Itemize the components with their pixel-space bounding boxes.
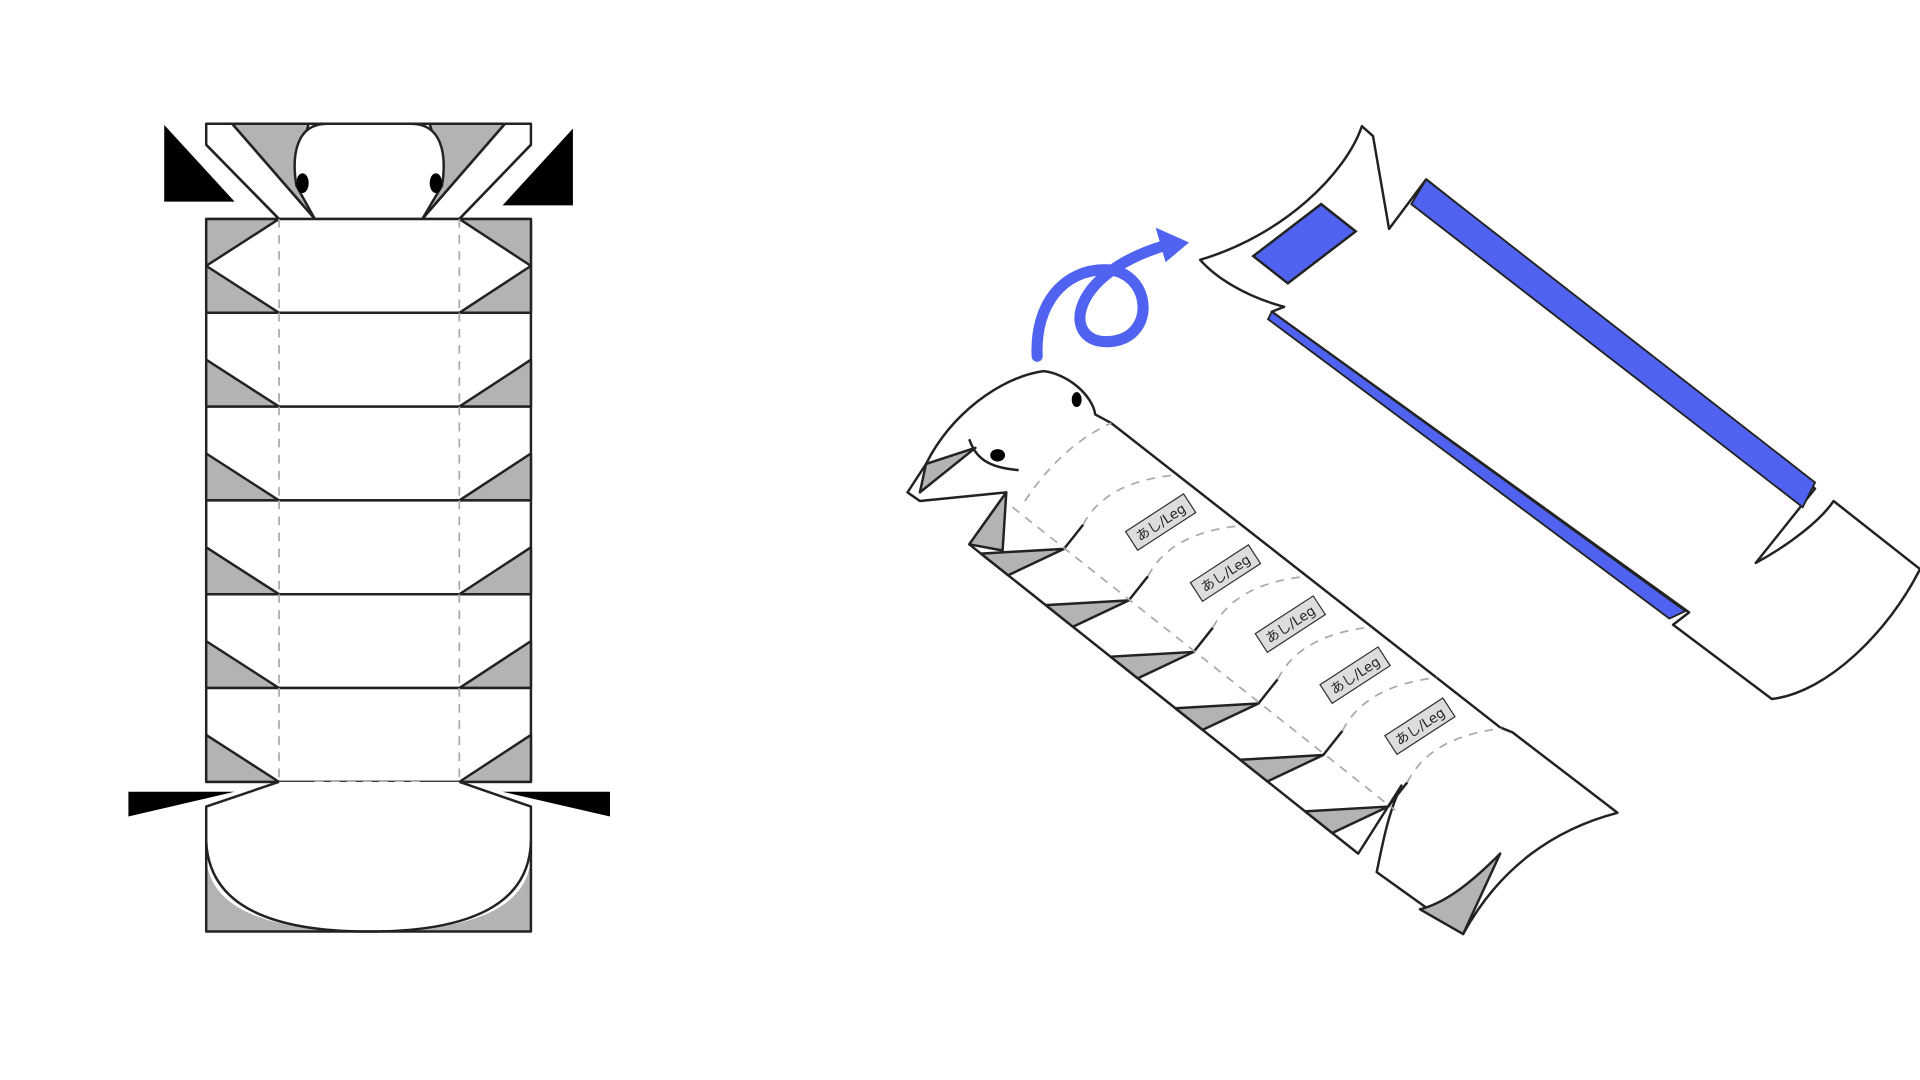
fold-line [1212,575,1308,629]
fold-line [1147,524,1243,577]
eye [1071,392,1082,408]
glue-tab [204,733,281,784]
glue-tab [979,547,1066,577]
body-segment [204,686,533,784]
slit [1192,627,1214,653]
body-segment [204,592,533,690]
body-segment [204,405,533,502]
eye [296,173,309,193]
blue-strip-top [1410,178,1817,509]
slit [1322,730,1344,756]
glue-tab [204,217,281,268]
glue-tab [458,733,533,784]
glue-tab [1238,753,1325,783]
glue-tab [918,446,977,494]
slit [1127,575,1149,602]
head-face [293,122,445,221]
cut-mark-top-right [502,128,573,206]
body-segment [204,499,533,596]
blue-strip-bottom [1266,310,1688,620]
glue-tab [1174,702,1260,732]
body-segment [204,217,533,315]
glue-tab [458,217,533,268]
glue-tab [968,491,1008,552]
flat-template [128,122,610,933]
outer-tube [1198,124,1920,701]
tail-piece [204,780,533,933]
blue-square [1251,202,1358,285]
eye [429,173,443,193]
fold-line [1011,506,1396,811]
arrow-head [1155,227,1190,263]
glue-tab [1109,650,1195,680]
slit [1063,523,1085,550]
tail-tab [1418,852,1502,936]
fold-line [1082,473,1178,526]
glue-tab [1044,599,1131,629]
slit [1257,678,1279,705]
eye [990,449,1006,462]
fold-line [1276,626,1372,680]
fold-line [1406,727,1502,783]
cut-mark-top-left [164,124,235,202]
glue-tab [1303,805,1390,835]
fold-line [1341,676,1437,732]
body-segment [204,311,533,408]
slit [1387,781,1409,808]
head-piece [204,122,533,221]
rotate-arrow-icon [1031,239,1173,362]
